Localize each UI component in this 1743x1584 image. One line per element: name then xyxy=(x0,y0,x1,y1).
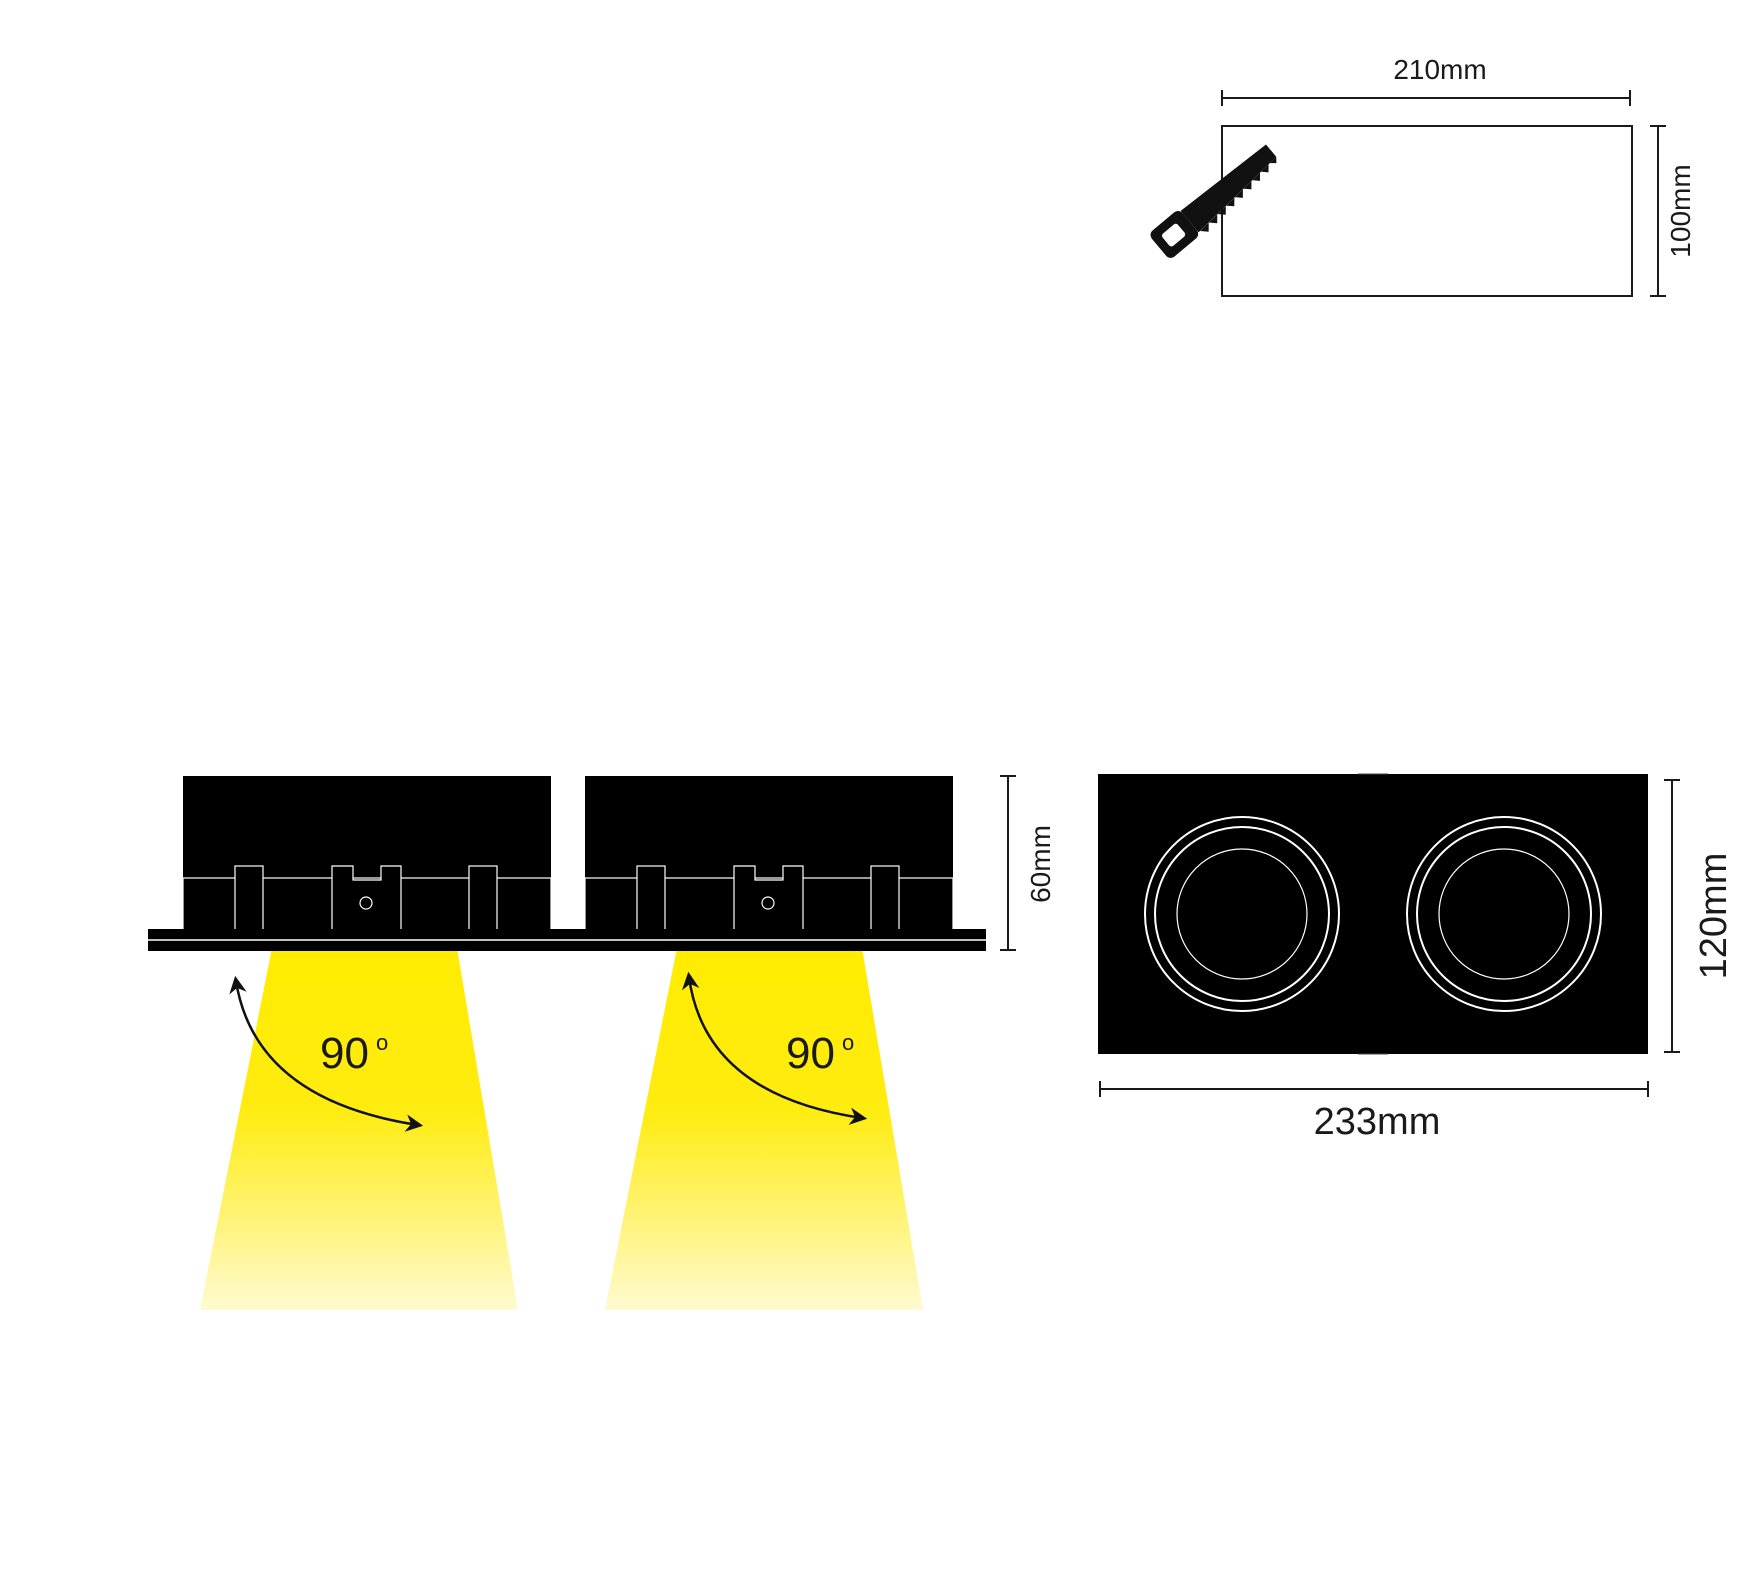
beam-angle-left: 90 xyxy=(320,1029,369,1078)
front-height-label: 120mm xyxy=(1693,853,1735,980)
side-view: 60mm 90 o 90 o xyxy=(148,775,1056,1310)
cutout-width-label: 210mm xyxy=(1393,54,1486,85)
light-beam-right xyxy=(605,948,923,1310)
rotation-arrow-icon xyxy=(681,971,868,1125)
side-height-dimension: 60mm xyxy=(1000,775,1056,951)
module-left xyxy=(182,776,552,931)
front-view: 120mm 233mm xyxy=(1098,773,1735,1143)
saw-icon xyxy=(1150,144,1277,258)
cutout-width-dimension: 210mm xyxy=(1221,54,1631,106)
cutout-diagram: 210mm 100mm xyxy=(1150,54,1696,297)
lamp-right xyxy=(1406,816,1602,1012)
front-width-label: 233mm xyxy=(1314,1101,1441,1143)
front-width-dimension: 233mm xyxy=(1099,1081,1649,1143)
light-beam-left xyxy=(200,948,518,1310)
beam-angle-right: 90 xyxy=(786,1029,835,1078)
beam-angle-right-unit: o xyxy=(842,1030,854,1055)
front-height-dimension: 120mm xyxy=(1664,779,1735,1053)
rotation-arrow-icon xyxy=(229,975,424,1132)
cutout-height-label: 100mm xyxy=(1665,164,1696,257)
beam-angle-left-unit: o xyxy=(376,1030,388,1055)
side-height-label: 60mm xyxy=(1025,825,1056,903)
lamp-left xyxy=(1144,816,1340,1012)
cutout-outline xyxy=(1221,125,1633,297)
front-panel xyxy=(1098,774,1648,1054)
module-right xyxy=(584,776,954,931)
cutout-height-dimension: 100mm xyxy=(1650,125,1696,297)
